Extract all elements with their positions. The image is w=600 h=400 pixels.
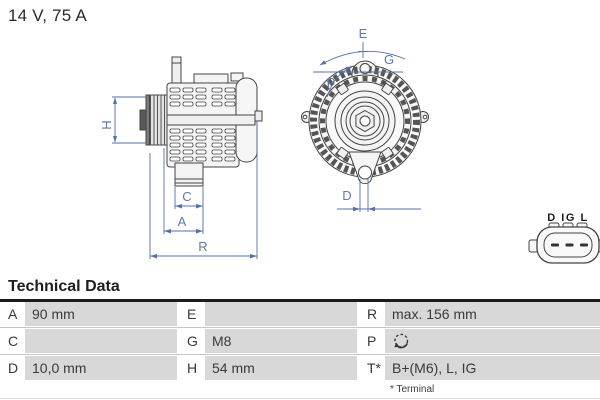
- connector-view: [528, 222, 600, 264]
- heading-underline: [0, 299, 600, 302]
- side-view-dimensions: [112, 96, 258, 259]
- cell-label-G: G: [177, 329, 205, 353]
- cell-label-R: R: [357, 302, 385, 326]
- top-ear-hole: [359, 63, 371, 74]
- table-row: C G M8 P: [0, 329, 600, 353]
- cell-label-C: C: [0, 329, 25, 353]
- dim-label-a: A: [178, 214, 187, 229]
- cell-value-P: [385, 329, 600, 353]
- row-separator: [0, 326, 600, 329]
- terminal-stud: [171, 56, 182, 86]
- connector-pin-labels: D IG L: [547, 212, 588, 224]
- table-row: D 10,0 mm H 54 mm T* B+(M6), L, IG: [0, 356, 600, 380]
- rotation-direction-icon: [394, 333, 409, 349]
- row-separator: [0, 353, 600, 356]
- alternator-front-view: [301, 60, 429, 185]
- dim-label-d: D: [342, 188, 351, 203]
- technical-data-section: Technical Data A 90 mm E R max. 156 mm C…: [0, 278, 600, 399]
- spec-title: 14 V, 75 A: [8, 6, 87, 25]
- cell-label-E: E: [177, 302, 205, 326]
- pulley: [139, 94, 168, 146]
- dim-label-r: R: [198, 239, 207, 254]
- alternator-side-view: [139, 56, 263, 187]
- cell-label-A: A: [0, 302, 25, 326]
- front-view-dimensions: [313, 42, 421, 212]
- technical-drawing: H C A R: [99, 26, 600, 264]
- cell-label-P: P: [357, 329, 385, 353]
- dim-label-g: G: [384, 52, 394, 67]
- mounting-lug: [174, 162, 204, 187]
- table-row: A 90 mm E R max. 156 mm: [0, 302, 600, 326]
- dim-label-e: E: [359, 26, 368, 41]
- dim-label-c: C: [182, 189, 191, 204]
- cell-value-R: max. 156 mm: [385, 302, 600, 326]
- cell-value-E: [205, 302, 357, 326]
- cell-value-C: [25, 329, 177, 353]
- terminal-footnote: * Terminal: [390, 384, 435, 395]
- cell-value-H: 54 mm: [205, 356, 357, 380]
- cell-label-D: D: [0, 356, 25, 380]
- table-bottom-line: [0, 398, 600, 399]
- technical-data-heading: Technical Data: [8, 278, 120, 295]
- connector-pins: [551, 243, 588, 247]
- dim-label-p: P: [327, 75, 336, 90]
- bottom-ear-hole: [358, 165, 372, 180]
- dim-label-h: H: [99, 120, 114, 129]
- cell-label-H: H: [177, 356, 205, 380]
- rear-plug: [254, 110, 263, 122]
- cell-value-G: M8: [205, 329, 357, 353]
- cell-value-D: 10,0 mm: [25, 356, 177, 380]
- cell-label-T: T*: [357, 356, 385, 380]
- cell-value-T: B+(M6), L, IG: [385, 356, 600, 380]
- cell-value-A: 90 mm: [25, 302, 177, 326]
